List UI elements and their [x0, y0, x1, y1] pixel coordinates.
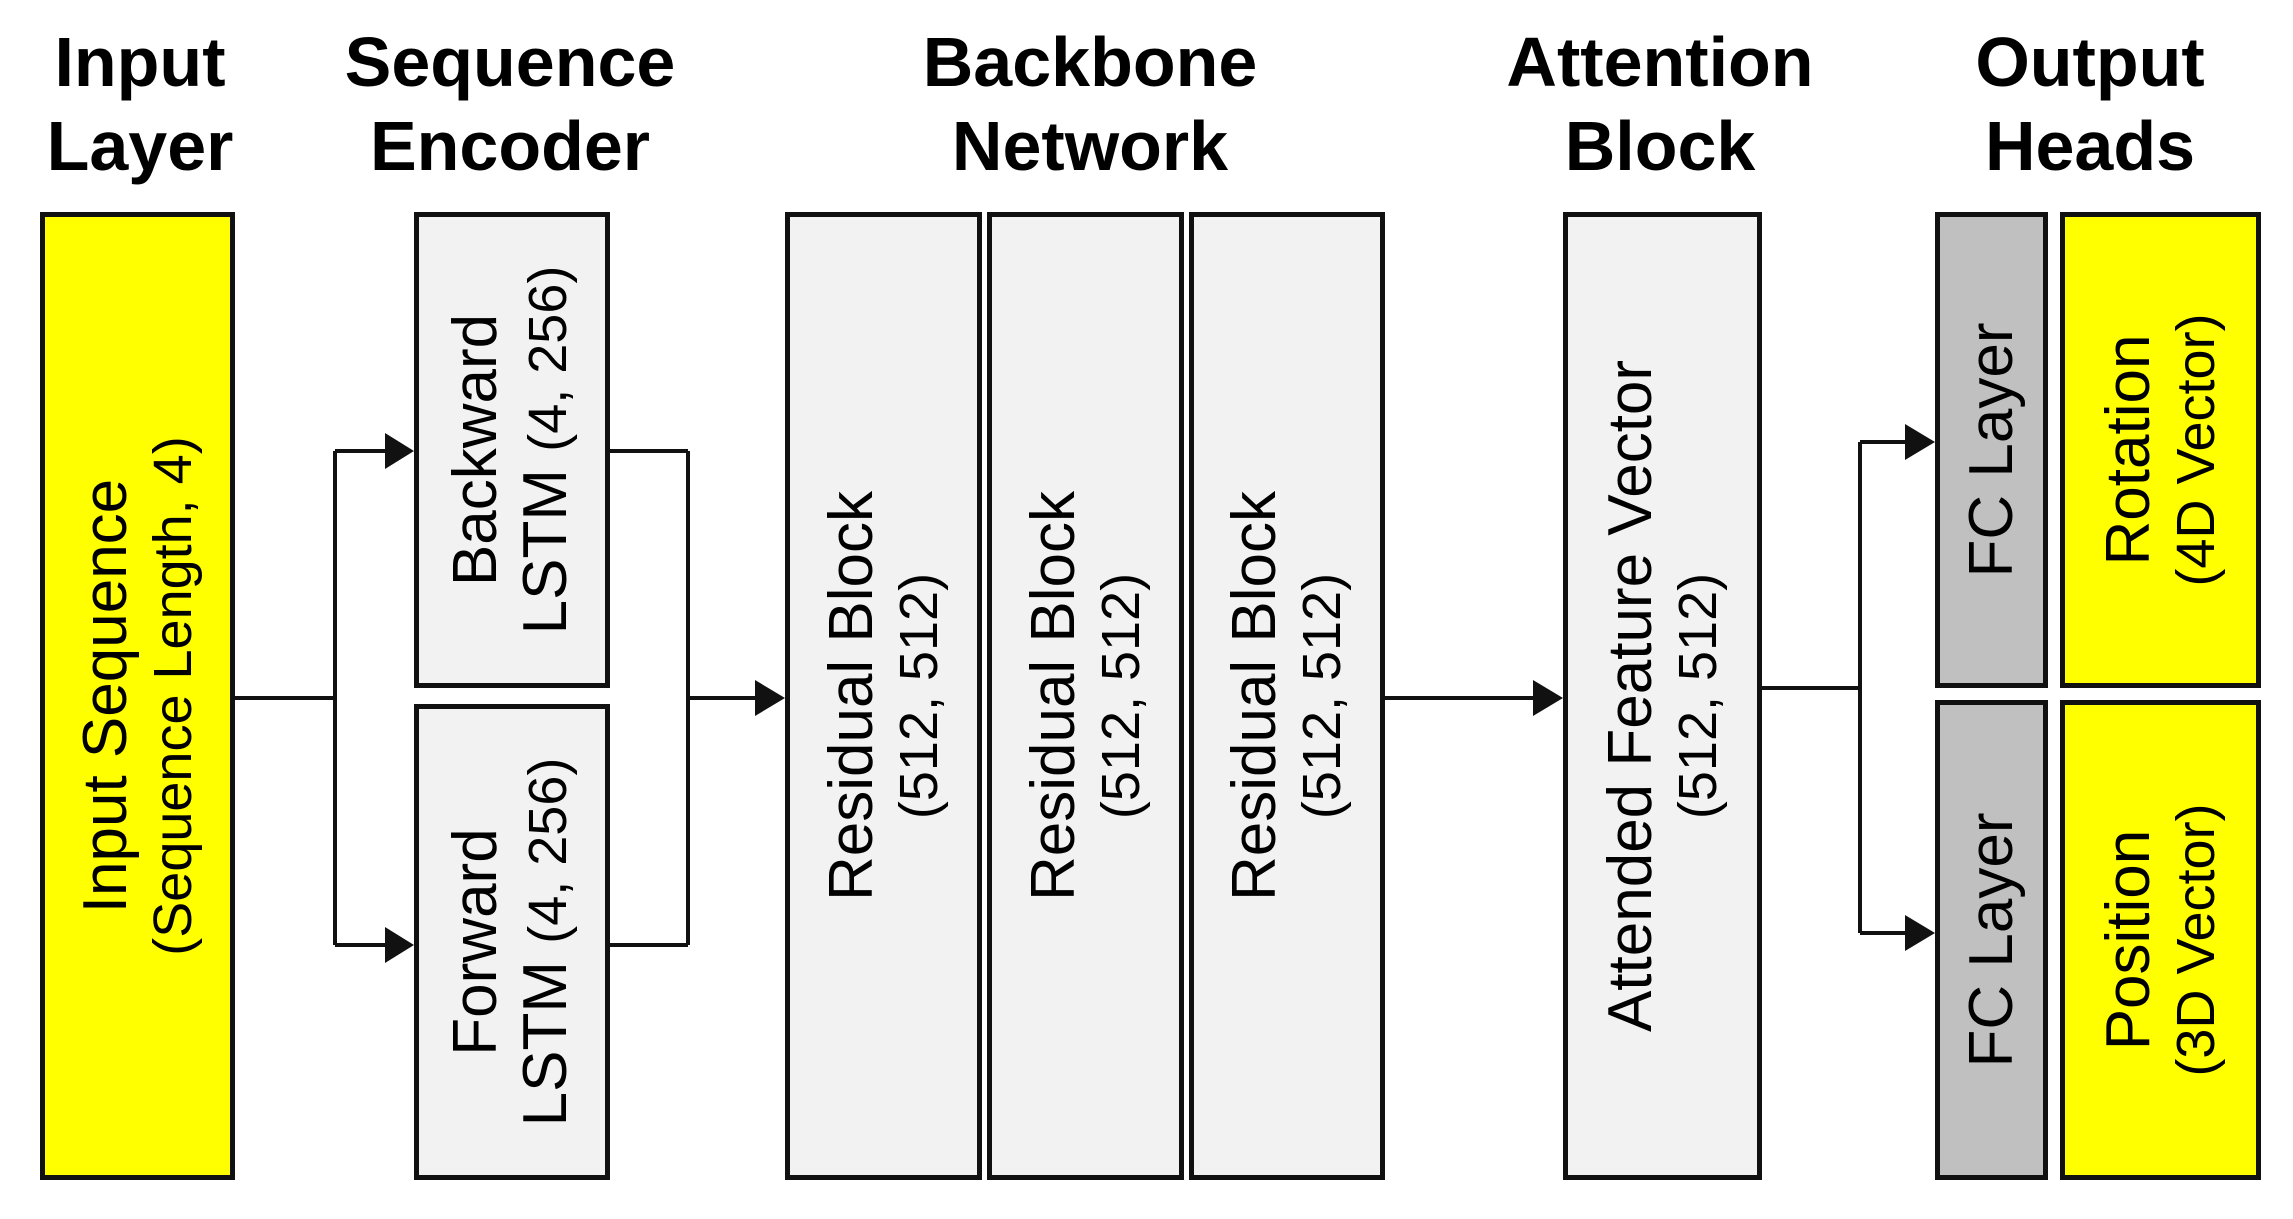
attended-feature-shape: (512, 512) — [1667, 572, 1728, 820]
rotation-shape: (4D Vector) — [2165, 313, 2226, 587]
header-output-heads: Output Heads — [1975, 23, 2205, 185]
residual-block-shape: (512, 512) — [1090, 572, 1151, 820]
header-input-layer: Input Layer — [46, 23, 234, 185]
arrow-to-backward-lstm — [385, 433, 414, 469]
arrow-to-fc-rotation — [1905, 424, 1935, 460]
backward-lstm-type: LSTM — [511, 468, 580, 635]
residual-block-label: Residual Block — [1018, 490, 1088, 902]
forward-lstm-box: Forward LSTM (4, 256) — [414, 704, 610, 1180]
fc-layer-label: FC Layer — [1956, 322, 2026, 578]
fc-layer-label: FC Layer — [1956, 812, 2026, 1068]
residual-block-label: Residual Block — [816, 490, 886, 902]
residual-block-1: Residual Block (512, 512) — [785, 212, 982, 1180]
arrow-to-fc-position — [1905, 915, 1935, 951]
input-sequence-shape: (Sequence Length, 4) — [142, 436, 203, 956]
fc-layer-position: FC Layer — [1935, 700, 2048, 1180]
rotation-output-box: Rotation (4D Vector) — [2060, 212, 2261, 688]
backward-lstm-dims: (4, 256) — [518, 265, 578, 452]
position-shape: (3D Vector) — [2165, 803, 2226, 1077]
forward-lstm-type: LSTM — [511, 960, 580, 1127]
header-sequence-encoder: Sequence Encoder — [344, 23, 676, 185]
rotation-label: Rotation — [2093, 334, 2163, 566]
residual-block-label: Residual Block — [1220, 490, 1289, 902]
forward-lstm-title: Forward — [441, 828, 510, 1056]
backward-lstm-title: Backward — [441, 313, 510, 587]
backward-lstm-box: Backward LSTM (4, 256) — [414, 212, 610, 688]
attended-feature-label: Attended Feature Vector — [1595, 359, 1665, 1033]
header-backbone-network: Backbone Network — [922, 23, 1258, 185]
residual-block-shape: (512, 512) — [1292, 572, 1352, 820]
arrow-to-forward-lstm — [385, 927, 414, 963]
position-label: Position — [2093, 829, 2163, 1051]
residual-block-2: Residual Block (512, 512) — [987, 212, 1184, 1180]
attended-feature-vector-box: Attended Feature Vector (512, 512) — [1563, 212, 1762, 1180]
residual-block-shape: (512, 512) — [888, 572, 949, 820]
arrow-to-attention — [1533, 680, 1563, 716]
position-output-box: Position (3D Vector) — [2060, 700, 2261, 1180]
input-sequence-box: Input Sequence (Sequence Length, 4) — [40, 212, 235, 1180]
fc-layer-rotation: FC Layer — [1935, 212, 2048, 688]
arrow-to-backbone — [755, 680, 785, 716]
header-attention-block: Attention Block — [1506, 23, 1814, 185]
residual-block-3: Residual Block (512, 512) — [1189, 212, 1385, 1180]
forward-lstm-dims: (4, 256) — [518, 757, 578, 944]
input-sequence-label: Input Sequence — [70, 478, 140, 914]
